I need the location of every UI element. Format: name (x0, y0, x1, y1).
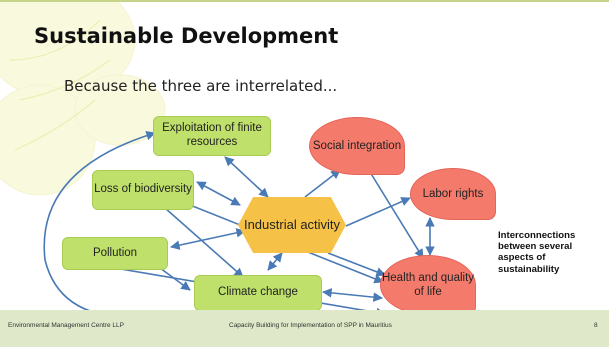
arrow-social-health (369, 171, 424, 259)
arrow-industrial-social (304, 169, 341, 198)
footer-page-number: 8 (594, 322, 598, 329)
node-climate-change: Climate change (194, 275, 322, 311)
node-pollution: Pollution (62, 237, 168, 270)
arrow-industrial-climate (267, 252, 283, 271)
footer-course: Capacity Building for Implementation of … (229, 322, 392, 329)
slide-subtitle: Because the three are interrelated... (64, 77, 338, 95)
slide-title: Sustainable Development (34, 24, 339, 48)
node-loss-of-biodiversity: Loss of biodiversity (92, 170, 194, 210)
node-exploitation-of-finite-resources: Exploitation of finite resources (153, 116, 271, 156)
arrow-climate-health (322, 288, 383, 302)
arrow-industrial-health (327, 252, 386, 277)
arrow-biodiversity-climate (164, 207, 244, 278)
node-social-integration: Social integration (309, 117, 405, 175)
node-industrial-activity: Industrial activity (238, 197, 346, 253)
footer-bar: Environmental Management Centre LLP Capa… (0, 310, 609, 347)
interconnections-note: Interconnections between several aspects… (498, 230, 576, 275)
arrow-outer-loop (43, 130, 156, 323)
arrow-biodiversity-industrial (196, 181, 241, 206)
footer-organization: Environmental Management Centre LLP (8, 322, 124, 329)
arrow-industrial-labor (345, 197, 411, 227)
arrow-pollution-industrial (170, 228, 246, 250)
node-labor-rights: Labor rights (410, 168, 496, 220)
arrow-exploitation-industrial (224, 156, 269, 198)
node-health-and-quality-of-life: Health and quality of life (380, 255, 476, 315)
